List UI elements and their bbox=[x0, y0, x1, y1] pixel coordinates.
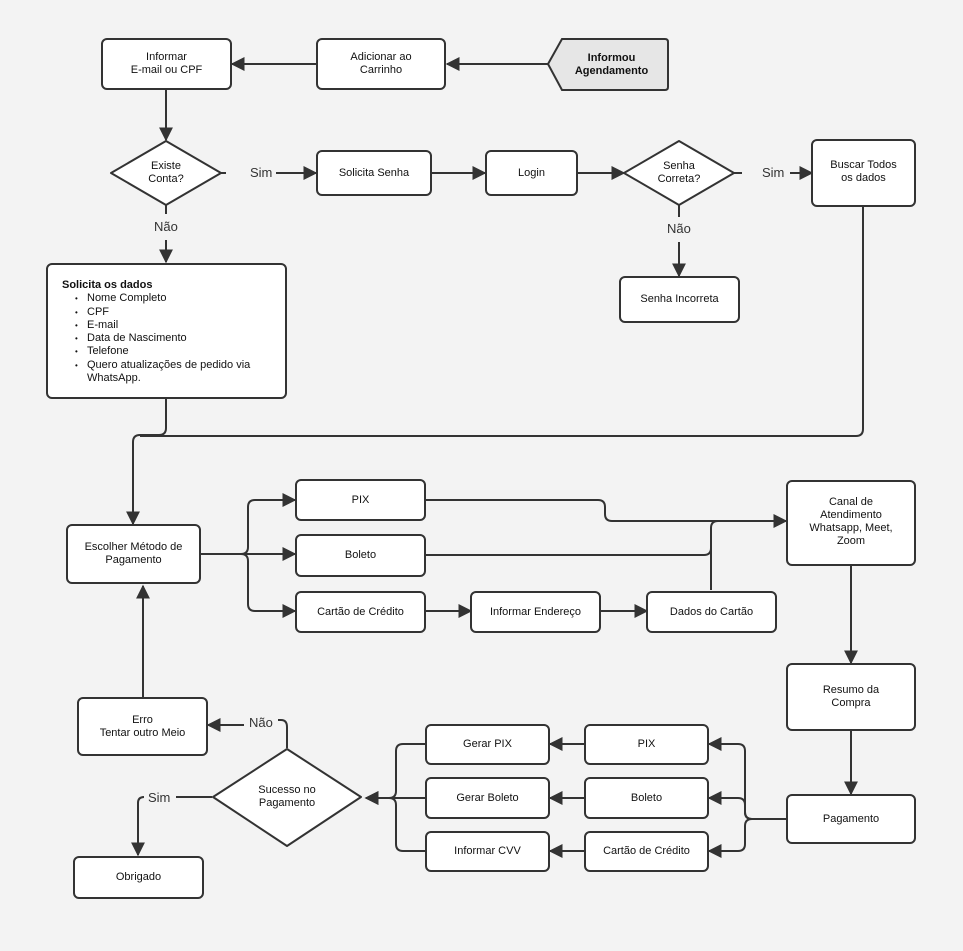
node-informar-email: Informar E-mail ou CPF bbox=[101, 38, 232, 90]
node-dados-cartao: Dados do Cartão bbox=[646, 591, 777, 633]
dados-list: Nome Completo CPF E-mail Data de Nascime… bbox=[62, 292, 275, 385]
label-correta-sim: Sim bbox=[760, 165, 787, 180]
dados-item: CPF bbox=[75, 306, 275, 320]
decision-existe-conta: Existe Conta? bbox=[148, 160, 184, 185]
edge-buscar-metodo bbox=[140, 206, 864, 437]
edge-pagamento-cartao2 bbox=[707, 818, 753, 858]
node-cartao-2: Cartão de Crédito bbox=[584, 831, 709, 872]
node-login: Login bbox=[485, 150, 578, 196]
edge-pagamento-pix2 bbox=[707, 737, 786, 820]
node-solicita-senha: Solicita Senha bbox=[316, 150, 432, 196]
edge-gerarpix-sucesso bbox=[364, 743, 425, 805]
dados-item: Quero atualizações de pedido via WhatsAp… bbox=[75, 359, 275, 386]
node-erro: Erro Tentar outro Meio bbox=[77, 697, 208, 756]
edge-dados-metodo bbox=[126, 399, 167, 526]
node-pix: PIX bbox=[295, 479, 426, 521]
node-informar-cvv: Informar CVV bbox=[425, 831, 550, 872]
dados-item: Telefone bbox=[75, 345, 275, 359]
edge-metodo-pix bbox=[201, 493, 297, 555]
dados-item: E-mail bbox=[75, 319, 275, 333]
start-informou-agendamento: Informou Agendamento bbox=[574, 52, 649, 77]
node-pix-2: PIX bbox=[584, 724, 709, 765]
decision-sucesso-shape bbox=[212, 748, 362, 847]
node-pagamento: Pagamento bbox=[786, 794, 916, 844]
node-adicionar-carrinho: Adicionar ao Carrinho bbox=[316, 38, 446, 90]
decision-existe-shape bbox=[110, 140, 222, 206]
decision-sucesso-pagamento: Sucesso no Pagamento bbox=[258, 784, 316, 809]
dados-item: Nome Completo bbox=[75, 292, 275, 306]
node-informar-endereco: Informar Endereço bbox=[470, 591, 601, 633]
edge-pagamento-boleto2 bbox=[707, 791, 753, 820]
node-buscar-dados: Buscar Todos os dados bbox=[811, 139, 916, 207]
node-gerar-boleto: Gerar Boleto bbox=[425, 777, 550, 819]
edge-boleto-canal bbox=[426, 520, 786, 556]
edge-sucesso-erro bbox=[208, 720, 288, 748]
decision-senha-correta: Senha Correta? bbox=[657, 160, 701, 185]
node-boleto-2: Boleto bbox=[584, 777, 709, 819]
start-shape bbox=[546, 38, 669, 91]
edge-pix-canal bbox=[426, 499, 788, 528]
dados-title: Solicita os dados bbox=[62, 279, 153, 291]
node-resumo-compra: Resumo da Compra bbox=[786, 663, 916, 731]
label-existe-nao: Não bbox=[152, 219, 180, 234]
decision-correta-shape bbox=[623, 140, 735, 206]
node-gerar-pix: Gerar PIX bbox=[425, 724, 550, 765]
label-sucesso-nao: Não bbox=[247, 715, 275, 730]
node-solicita-dados: Solicita os dados Nome Completo CPF E-ma… bbox=[46, 263, 287, 399]
node-cartao: Cartão de Crédito bbox=[295, 591, 426, 633]
label-correta-nao: Não bbox=[665, 221, 693, 236]
connectors bbox=[126, 57, 864, 858]
node-senha-incorreta: Senha Incorreta bbox=[619, 276, 740, 323]
node-escolher-metodo: Escolher Método de Pagamento bbox=[66, 524, 201, 584]
dados-item: Data de Nascimento bbox=[75, 332, 275, 346]
label-sucesso-sim: Sim bbox=[146, 790, 173, 805]
node-canal-atendimento: Canal de Atendimento Whatsapp, Meet, Zoo… bbox=[786, 480, 916, 566]
edge-sucesso-obrigado bbox=[138, 796, 212, 855]
node-obrigado: Obrigado bbox=[73, 856, 204, 899]
node-boleto: Boleto bbox=[295, 534, 426, 577]
edge-cvv-sucesso bbox=[388, 797, 425, 852]
edge-metodo-cartao bbox=[240, 553, 297, 618]
label-existe-sim: Sim bbox=[248, 165, 275, 180]
